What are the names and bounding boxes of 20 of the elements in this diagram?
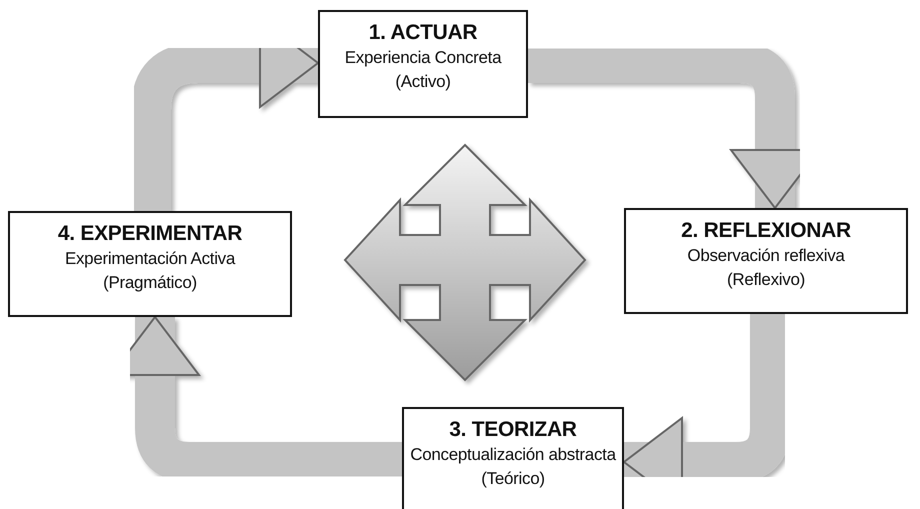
stage-box [318, 10, 528, 118]
curved-block-arrow [623, 314, 790, 507]
stage-description: (Activo) [395, 71, 451, 93]
stage-description: Observación reflexiva [687, 245, 845, 267]
curved-block-arrow [131, 18, 319, 211]
stage-box [402, 407, 624, 509]
stage-box [8, 211, 292, 317]
stage-description: (Teórico) [481, 468, 545, 490]
stage-description: (Pragmático) [103, 272, 197, 294]
stage-box [624, 208, 908, 314]
curved-block-arrow [110, 316, 402, 482]
stage-description: Experiencia Concreta [344, 47, 502, 69]
curved-block-arrow [528, 43, 820, 209]
stage-description: Experimentación Activa [64, 248, 236, 270]
stage-title: 1. ACTUAR [368, 20, 478, 46]
stage-title: 4. EXPERIMENTAR [58, 221, 242, 247]
stage-description: (Reflexivo) [727, 269, 805, 291]
stage-title: 3. TEORIZAR [449, 417, 577, 443]
stage-title: 2. REFLEXIONAR [681, 218, 851, 244]
stage-description: Conceptualización abstracta [410, 444, 616, 466]
